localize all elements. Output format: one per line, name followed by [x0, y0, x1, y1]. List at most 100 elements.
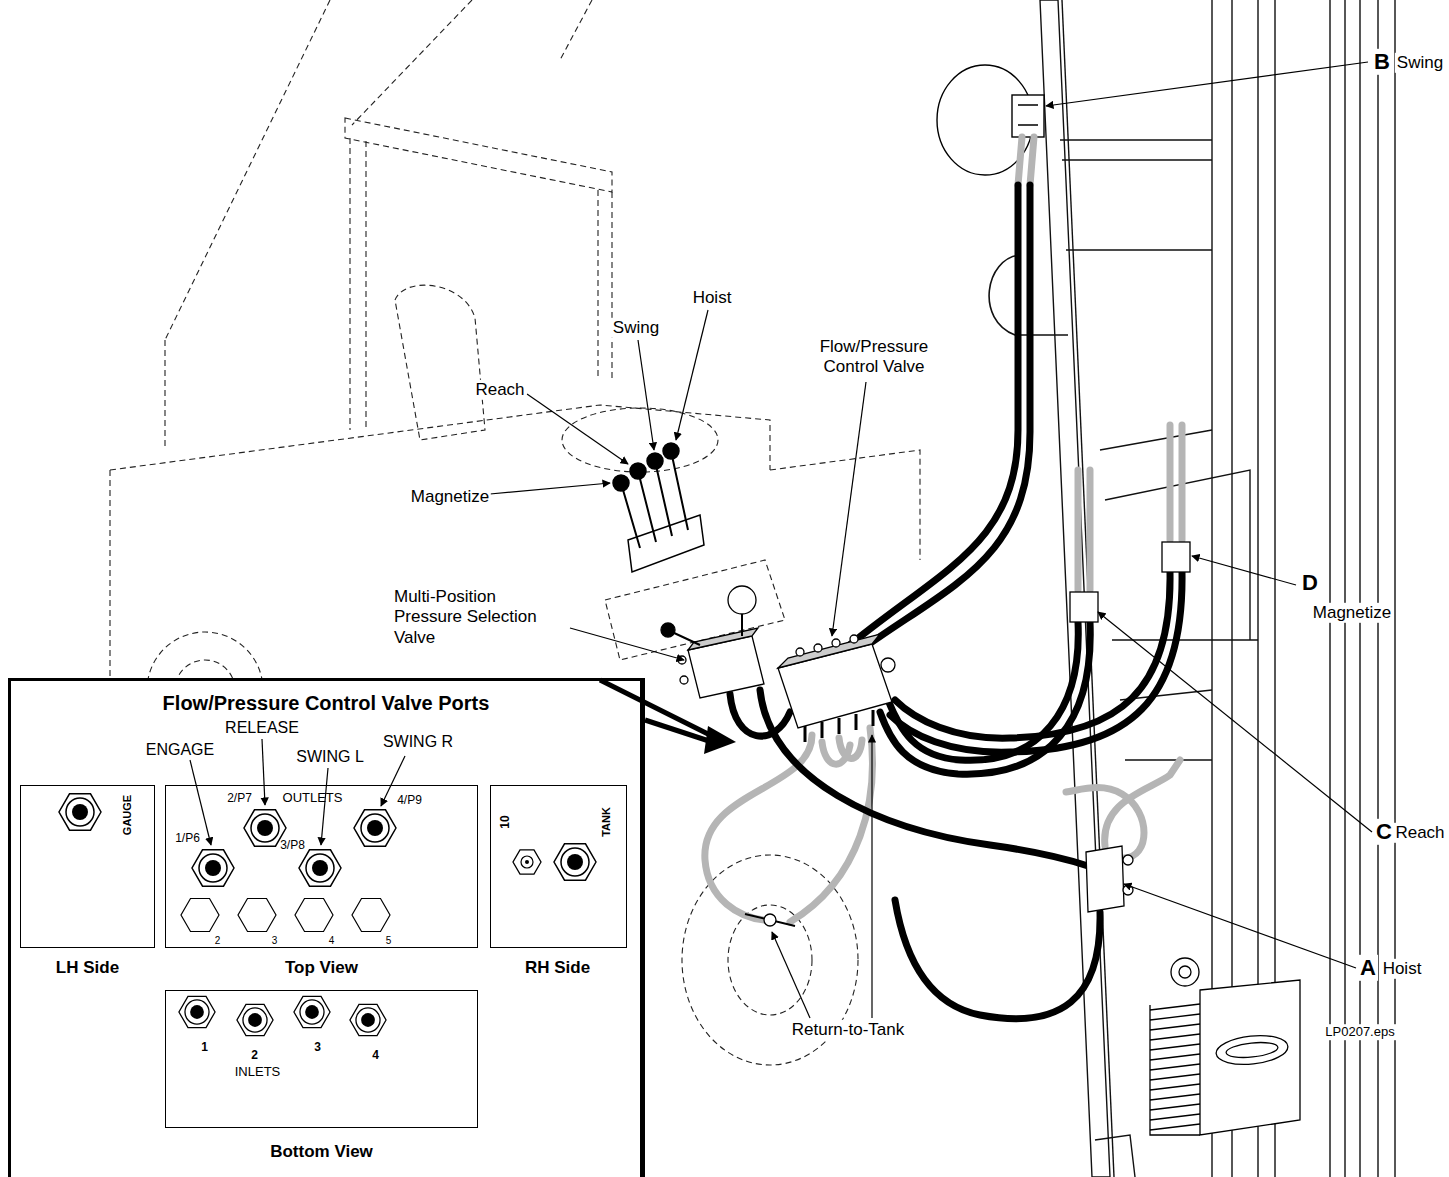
mast: [989, 0, 1395, 1177]
magnet: [1171, 958, 1199, 986]
grey-hoses: [705, 137, 1182, 922]
magnet: [1179, 966, 1191, 978]
port-function: SWING L: [294, 747, 366, 766]
forklift-outline: [165, 0, 330, 340]
function-label: Hoist: [1381, 959, 1424, 979]
valve-ports: [295, 899, 333, 932]
valve-ports: [294, 996, 330, 1027]
forklift-outline: [350, 138, 366, 430]
plug-number: 4: [329, 935, 335, 947]
grey-hoses: [1018, 137, 1034, 185]
inset-arrow: [645, 720, 712, 742]
valve-ports: [179, 996, 215, 1027]
inset-arrow: [704, 726, 736, 754]
hose-fittings: [1086, 846, 1124, 912]
pressure-selection-valve: [661, 586, 764, 698]
port-group: OUTLETS: [283, 790, 343, 806]
view-title: Top View: [285, 957, 358, 977]
inset-arrow: [600, 680, 736, 754]
view-box: GAUGELH Side: [20, 785, 155, 948]
pressure-selection-valve: [672, 614, 742, 645]
part-label: Multi-Position Pressure Selection Valve: [392, 587, 566, 648]
swing-motor: [937, 65, 1044, 175]
black-hoses: [895, 572, 1170, 738]
pressure-selection-valve: [661, 623, 675, 637]
black-hoses: [895, 900, 1100, 1019]
control-levers: [613, 475, 629, 491]
lever-label: Reach: [473, 380, 526, 400]
forklift-outline: [728, 905, 812, 1015]
hose-fittings: [745, 914, 795, 926]
port-function: ENGAGE: [144, 740, 216, 759]
plug-number: 2: [215, 935, 221, 947]
flow-pressure-valve: [832, 639, 840, 647]
magnet: [1150, 958, 1300, 1135]
port-number: 1: [201, 1039, 208, 1053]
leader-lines: [570, 628, 684, 660]
forklift-outline: [770, 450, 920, 560]
leader-lines: [490, 483, 610, 494]
grey-hoses: [1078, 470, 1090, 590]
view-title: RH Side: [525, 957, 590, 977]
view-box: 2/P7OUTLETS4/P91/P63/P82345Top View: [165, 785, 478, 948]
port-callout-arrows: [262, 739, 265, 805]
lever-label: Swing: [611, 318, 661, 338]
function-label: Swing: [1395, 53, 1445, 73]
port-number: 4: [372, 1047, 379, 1061]
port-function: RELEASE: [223, 718, 301, 737]
port-number: 4/P9: [397, 792, 422, 806]
view-title: LH Side: [56, 957, 119, 977]
callout-letter: A: [1358, 955, 1378, 981]
forklift-outline: [560, 0, 592, 60]
valve-ports: [238, 899, 276, 932]
leader-lines: [871, 735, 872, 1018]
port-number: 3: [314, 1039, 321, 1053]
magnet: [1200, 980, 1300, 1135]
port-callout-arrows: [190, 739, 405, 845]
plug-number: 5: [386, 935, 392, 947]
grey-hoses: [822, 738, 862, 764]
valve-ports: [513, 850, 541, 874]
forklift-outline: [164, 340, 165, 450]
control-levers: [647, 453, 663, 469]
swing-motor: [1018, 105, 1038, 125]
port-group: INLETS: [235, 1064, 281, 1080]
grey-hoses: [790, 728, 872, 922]
leader-lines: [1192, 556, 1296, 585]
magnet: [1225, 1040, 1278, 1059]
forklift-outline: [352, 0, 472, 125]
grey-hoses: [1105, 760, 1180, 846]
hose-fittings: [745, 542, 1190, 926]
control-levers: [663, 443, 679, 459]
swing-motor: [1012, 95, 1044, 137]
black-hoses: [858, 185, 1030, 652]
magnet: [1150, 1004, 1200, 1130]
flow-pressure-valve: [778, 634, 895, 742]
hose-fittings: [764, 914, 776, 926]
grey-hoses: [1170, 425, 1182, 540]
valve-ports: [350, 1004, 386, 1035]
mast: [1060, 140, 1212, 250]
magnet: [1215, 1032, 1290, 1067]
view-box: 10TANKRH Side: [490, 785, 627, 948]
inset-ground: [8, 678, 645, 1177]
leader-lines: [676, 310, 708, 440]
valve-ports: [237, 1004, 273, 1035]
hose-fittings: [1123, 855, 1133, 865]
valve-ports: [354, 810, 396, 846]
lever-label: Hoist: [691, 288, 734, 308]
function-label: Reach: [1393, 823, 1446, 843]
control-levers: [621, 451, 688, 548]
port-function: SWING R: [381, 732, 455, 751]
function-label: Magnetize: [1311, 603, 1393, 623]
port-number: 3/P8: [280, 837, 305, 851]
lever-label: Magnetize: [409, 487, 491, 507]
valve-ports: [554, 844, 596, 880]
valve-ports: [59, 794, 596, 1036]
flow-pressure-valve: [881, 658, 895, 672]
valve-ports: [192, 850, 234, 886]
leader-lines: [638, 340, 654, 450]
pressure-selection-valve: [728, 586, 756, 614]
figure-id: LP0207.eps: [1323, 1024, 1396, 1040]
